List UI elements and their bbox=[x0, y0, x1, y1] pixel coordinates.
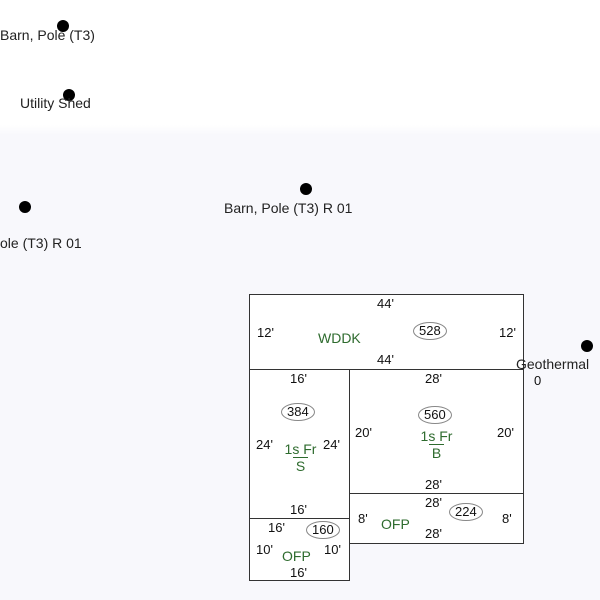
ofp-left-top-dim: 16' bbox=[268, 520, 285, 535]
marker-label-geothermal: Geothermal bbox=[516, 356, 590, 372]
fr-s-code-sub: S bbox=[292, 457, 309, 474]
fr-s-area: 384 bbox=[281, 403, 315, 421]
fr-b-area: 560 bbox=[418, 406, 452, 424]
marker-dot-barn-pole-r01-left[interactable] bbox=[19, 201, 31, 213]
marker-label-barn-pole-r01-left: ole (T3) R 01 bbox=[0, 235, 82, 251]
fr-s-code-top: 1s Fr bbox=[284, 441, 317, 457]
ofp-left-area: 160 bbox=[306, 521, 340, 539]
fr-b-code: 1s Fr B bbox=[414, 428, 459, 461]
ofp-right-right-dim: 8' bbox=[502, 511, 512, 526]
fr-s-bottom-dim: 16' bbox=[290, 502, 307, 517]
ofp-right-code: OFP bbox=[381, 516, 410, 532]
section-1s-fr-b[interactable] bbox=[349, 369, 524, 494]
ofp-left-bottom-dim: 16' bbox=[290, 565, 307, 580]
marker-label-utility-shed: Utility Shed bbox=[20, 95, 91, 111]
fr-s-left-dim: 24' bbox=[256, 437, 273, 452]
fr-b-code-sub: B bbox=[428, 444, 445, 461]
wddk-bottom-dim: 44' bbox=[377, 352, 394, 367]
marker-dot-utility-shed[interactable] bbox=[63, 89, 75, 101]
ofp-left-code: OFP bbox=[282, 548, 311, 564]
marker-label-barn-pole: Barn, Pole (T3) bbox=[0, 27, 95, 43]
ofp-right-bottom-dim: 28' bbox=[425, 526, 442, 541]
fr-s-code: 1s Fr S bbox=[278, 441, 323, 474]
wddk-code: WDDK bbox=[318, 330, 361, 346]
marker-dot-geothermal[interactable] bbox=[581, 340, 593, 352]
section-ofp-right[interactable] bbox=[349, 493, 524, 544]
fr-b-bottom-dim: 28' bbox=[425, 477, 442, 492]
marker-dot-barn-pole[interactable] bbox=[57, 20, 69, 32]
fr-s-right-dim: 24' bbox=[323, 437, 340, 452]
ofp-right-area: 224 bbox=[449, 503, 483, 521]
wddk-left-dim: 12' bbox=[257, 325, 274, 340]
marker-dot-barn-pole-r01[interactable] bbox=[300, 183, 312, 195]
fr-s-top-dim: 16' bbox=[290, 371, 307, 386]
wddk-right-dim: 12' bbox=[499, 325, 516, 340]
ofp-left-left-dim: 10' bbox=[256, 542, 273, 557]
ofp-right-top-dim: 28' bbox=[425, 495, 442, 510]
stray-zero-label: 0 bbox=[534, 373, 542, 388]
wddk-area: 528 bbox=[413, 322, 447, 340]
section-wddk[interactable] bbox=[249, 294, 524, 370]
ofp-left-right-dim: 10' bbox=[324, 542, 341, 557]
ofp-right-left-dim: 8' bbox=[358, 511, 368, 526]
fr-b-left-dim: 20' bbox=[355, 425, 372, 440]
fr-b-right-dim: 20' bbox=[497, 425, 514, 440]
fr-b-code-top: 1s Fr bbox=[420, 428, 453, 444]
wddk-top-dim: 44' bbox=[377, 296, 394, 311]
marker-label-barn-pole-r01: Barn, Pole (T3) R 01 bbox=[224, 200, 353, 216]
fr-b-top-dim: 28' bbox=[425, 371, 442, 386]
